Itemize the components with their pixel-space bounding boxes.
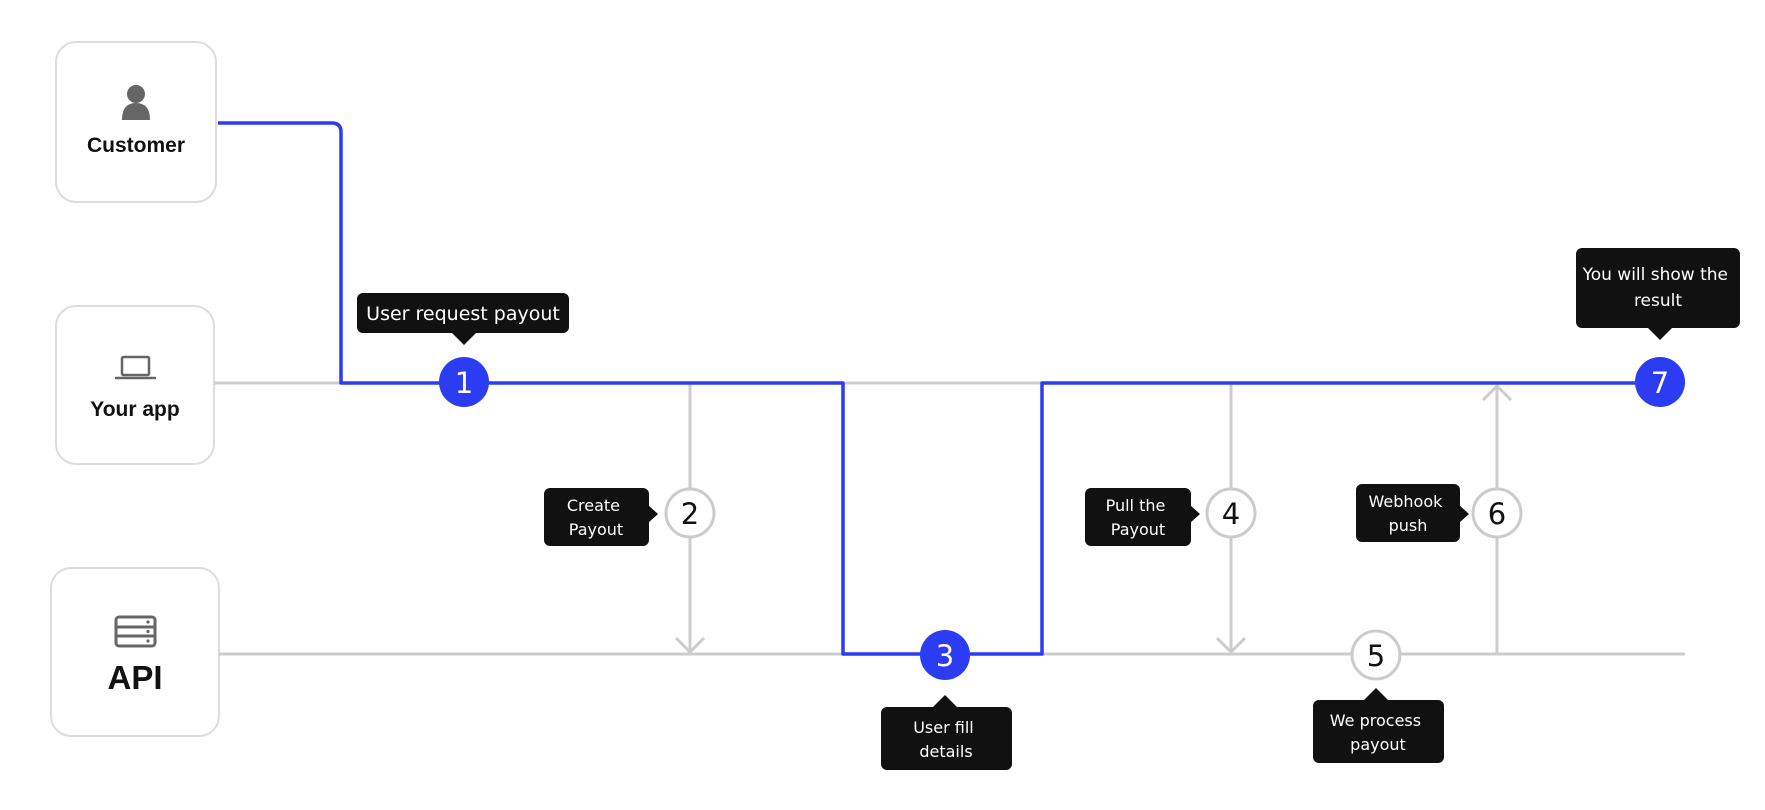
- tooltip-step-6: Webhook push: [1356, 484, 1469, 542]
- step-7-number: 7: [1651, 366, 1669, 400]
- step-4-number: 4: [1222, 497, 1240, 531]
- step-2: 2: [664, 487, 716, 539]
- tooltip-step-4-line-2: Payout: [1111, 520, 1165, 539]
- tooltip-step-6-line-1: Webhook: [1369, 492, 1444, 511]
- tooltip-step-4-line-1: Pull the: [1106, 496, 1166, 515]
- tooltip-step-2-line-2: Payout: [569, 520, 623, 539]
- svg-text:User fill details: User fill details: [913, 718, 979, 761]
- server-icon: [114, 615, 157, 648]
- svg-text:Webhook push: Webhook push: [1369, 492, 1448, 535]
- step-6: 6: [1471, 487, 1523, 539]
- tooltip-step-5-line-2: payout: [1350, 735, 1406, 754]
- tooltip-step-7: You will show the result: [1576, 248, 1740, 340]
- svg-text:Pull the Payout: Pull the Payout: [1106, 496, 1171, 539]
- svg-text:You will show the result: You will show the result: [1582, 265, 1734, 311]
- tooltip-step-7-line-1: You will show the: [1582, 265, 1728, 285]
- tooltip-step-3-line-2: details: [919, 742, 972, 761]
- step-5: 5: [1350, 629, 1402, 681]
- step-1-number: 1: [455, 366, 473, 400]
- tooltip-step-3: User fill details: [881, 695, 1012, 770]
- step-3-number: 3: [936, 639, 954, 673]
- tooltip-step-4: Pull the Payout: [1085, 488, 1200, 546]
- actor-your-app: Your app: [55, 305, 215, 465]
- tooltip-step-5: We process payout: [1313, 688, 1444, 763]
- tooltip-step-7-line-2: result: [1634, 291, 1682, 311]
- actor-customer-label: Customer: [87, 134, 185, 157]
- active-flow-path: [218, 121, 1685, 656]
- step-4: 4: [1205, 487, 1257, 539]
- actor-api: API: [50, 567, 220, 737]
- tooltip-step-2-line-1: Create: [567, 496, 620, 515]
- svg-text:We process payout: We process payout: [1330, 711, 1426, 754]
- step-1: 1: [439, 357, 489, 407]
- tooltip-step-1-label: User request payout: [366, 303, 560, 325]
- step-6-number: 6: [1488, 497, 1506, 531]
- step-3: 3: [920, 630, 970, 680]
- laptop-icon: [114, 355, 157, 380]
- step-5-number: 5: [1367, 639, 1385, 673]
- tooltip-step-6-line-2: push: [1389, 516, 1428, 535]
- actor-customer: Customer: [55, 41, 217, 203]
- actor-api-label: API: [107, 659, 162, 696]
- actor-your-app-label: Your app: [90, 398, 179, 421]
- tooltip-step-2: Create Payout: [544, 488, 658, 546]
- step-7: 7: [1635, 357, 1685, 407]
- tooltip-step-1: User request payout: [357, 293, 569, 345]
- tooltip-step-5-line-1: We process: [1330, 711, 1421, 730]
- step-2-number: 2: [681, 497, 699, 531]
- tooltip-step-3-line-1: User fill: [913, 718, 974, 737]
- svg-text:Create Payout: Create Payout: [567, 496, 625, 539]
- person-icon: [122, 85, 150, 120]
